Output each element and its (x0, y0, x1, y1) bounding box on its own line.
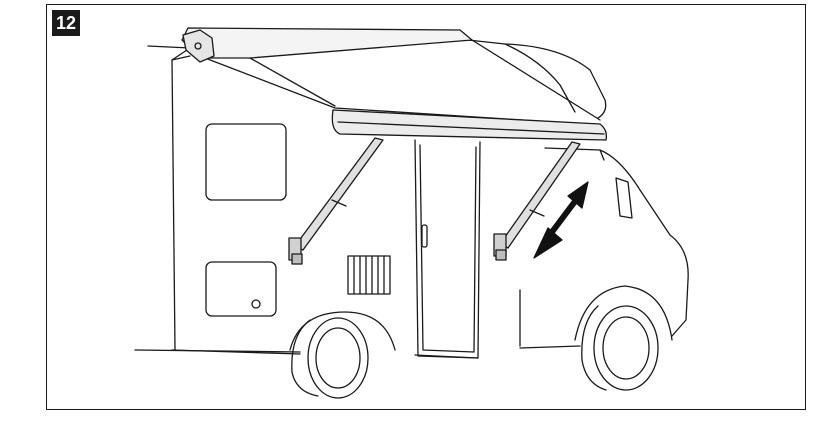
step-number-badge: 12 (52, 10, 80, 36)
side-window (205, 123, 287, 201)
right-support-arm (493, 141, 581, 261)
adjust-direction-arrow (533, 181, 589, 259)
hatch-lock (251, 299, 261, 309)
vent-grille (347, 255, 391, 295)
front-wheel (574, 285, 673, 391)
rear-wheel (289, 311, 396, 399)
vehicle-body (147, 39, 689, 359)
rear-service-hatch (205, 261, 277, 317)
awning-canopy (181, 27, 608, 141)
awning-cassette-end (182, 29, 215, 63)
left-support-arm (288, 137, 384, 265)
entry-door (414, 139, 481, 359)
